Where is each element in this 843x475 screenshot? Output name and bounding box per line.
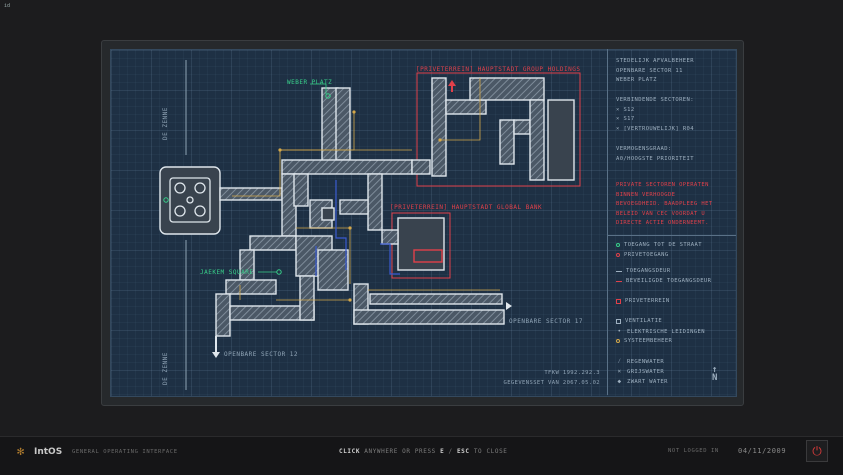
hint-click: CLICK	[339, 448, 361, 455]
close-hint: CLICK ANYWHERE OR PRESS E / ESC TO CLOSE	[339, 448, 508, 455]
power-button[interactable]: ⏻	[806, 440, 828, 462]
access-points	[163, 93, 331, 275]
legend-system-mgmt: SYSTEEMBEHEER	[616, 338, 672, 344]
legend-greywater: × GRIJSWATER	[617, 368, 665, 375]
panel-header-line: STEDELIJK AFVALBEHEER	[616, 58, 694, 64]
panel-divider	[608, 235, 736, 236]
hint-text: ANYWHERE OR PRESS	[360, 448, 441, 455]
system-date: 04/11/2009	[738, 447, 787, 455]
clearance: VERMOGENSGRAAD: A0/HOOGSTE PRIORITEIT	[616, 145, 694, 164]
warning-line: BEVOEGDHEID. BAADPLEEG HET	[616, 201, 713, 207]
warning-line: DIRECTE ACTIE ONDERNEEMT.	[616, 220, 709, 226]
legend-street-access: TOEGANG TOT DE STRAAT	[616, 242, 702, 248]
os-subtitle: GENERAL OPERATING INTERFACE	[72, 449, 178, 455]
label-sector-12: OPENBARE SECTOR 12	[224, 351, 299, 358]
red-circle-icon	[616, 253, 620, 257]
warning-line: PRIVATE SECTOREN OPERATEN	[616, 182, 709, 188]
green-circle-icon	[616, 243, 620, 247]
door-line-icon	[616, 270, 622, 272]
info-panel: STEDELIJK AFVALBEHEER OPENBARE SECTOR 11…	[607, 49, 736, 395]
private-area-global-bank	[391, 212, 451, 279]
intos-logo-text: IntOS	[34, 447, 63, 457]
connecting-title: VERBINDENDE SECTOREN:	[616, 97, 694, 103]
warning-line: BELEID VAN CEC VOORDAT U	[616, 210, 706, 217]
label-de-zenne-top: DE ZENNE	[162, 107, 169, 140]
secured-door-line-icon	[616, 280, 622, 282]
hint-sep: /	[444, 448, 457, 455]
connecting-sectors: VERBINDENDE SECTOREN: × S12 × S17 × [VER…	[616, 96, 694, 134]
rainwater-slash-icon: ⁄	[617, 358, 622, 365]
legend-ventilation: VENTILATIE	[616, 318, 662, 324]
north-label: N	[712, 373, 718, 383]
water-lines	[315, 180, 400, 276]
label-de-zenne-bottom: DE ZENNE	[162, 352, 169, 385]
intos-logo-icon: ✻	[17, 444, 25, 458]
system-nodes	[278, 110, 442, 302]
clearance-title: VERMOGENSGRAAD:	[616, 146, 672, 152]
private-sector-warning: PRIVATE SECTOREN OPERATEN BINNEN VERHOOG…	[616, 181, 713, 229]
connecting-item: × [VERTROUWELIJK] R04	[616, 125, 694, 132]
panel-header-line: OPENBARE SECTOR 11	[616, 67, 683, 74]
legend-rainwater: ⁄ REGENWATER	[617, 358, 665, 365]
connecting-item: × S12	[616, 106, 635, 113]
legend-private-area: PRIVETERREIN	[616, 298, 670, 304]
legend-private-access: PRIVETOEGANG	[616, 252, 669, 258]
bottom-bar	[0, 436, 843, 475]
tunnel-network	[159, 77, 575, 337]
direction-arrows	[212, 80, 512, 358]
electric-dot-icon: •	[617, 328, 622, 335]
map-tfkw: TFKW 1992.292.3	[544, 370, 600, 376]
label-private-global-bank: [PRIVETERREIN] HAUPTSTADT GLOBAL BANK	[390, 204, 543, 211]
warning-line: BINNEN VERHOOGDE	[616, 191, 676, 198]
panel-header: STEDELIJK AFVALBEHEER OPENBARE SECTOR 11…	[616, 57, 694, 86]
legend-blackwater: ◆ ZWART WATER	[617, 378, 668, 385]
system-circle-icon	[616, 339, 620, 343]
blackwater-diamond-icon: ◆	[617, 378, 622, 385]
login-status: NOT LOGGED IN	[668, 448, 719, 454]
window-tag: id	[4, 3, 11, 9]
panel-header-line: WEBER PLATZ	[616, 77, 657, 83]
north-arrow-icon: ↑	[712, 365, 718, 375]
map-dataset: GEGEVENSSET VAN 2067.05.02	[503, 380, 600, 386]
north-indicator: ↑ N	[712, 365, 718, 383]
label-private-group-holdings: [PRIVETERREIN] HAUPTSTADT GROUP HOLDINGS	[416, 66, 581, 73]
hint-key-esc: ESC	[456, 448, 470, 455]
label-sector-17: OPENBARE SECTOR 17	[509, 318, 584, 325]
hint-key-e: E	[440, 448, 445, 455]
hub-detail	[169, 177, 211, 223]
private-area-group-holdings	[416, 72, 581, 187]
legend-secured-door: BEVEILIGDE TOEGANGSDEUR	[616, 278, 711, 284]
hint-end: TO CLOSE	[469, 448, 508, 455]
legend-electrical: • ELEKTRISCHE LEIDINGEN	[617, 328, 705, 335]
label-weber-platz: WEBER PLATZ	[287, 79, 333, 86]
red-square-icon	[616, 298, 621, 304]
power-icon: ⏻	[812, 443, 822, 458]
ventilation-square-icon	[616, 318, 621, 324]
greywater-cross-icon: ×	[617, 368, 622, 375]
legend-access-door: TOEGANGSDEUR	[616, 268, 671, 274]
connecting-item: × S17	[616, 116, 635, 122]
label-jakkem-square: JAEKEM SQUARE	[200, 269, 254, 276]
clearance-value: A0/HOOGSTE PRIORITEIT	[616, 155, 694, 162]
